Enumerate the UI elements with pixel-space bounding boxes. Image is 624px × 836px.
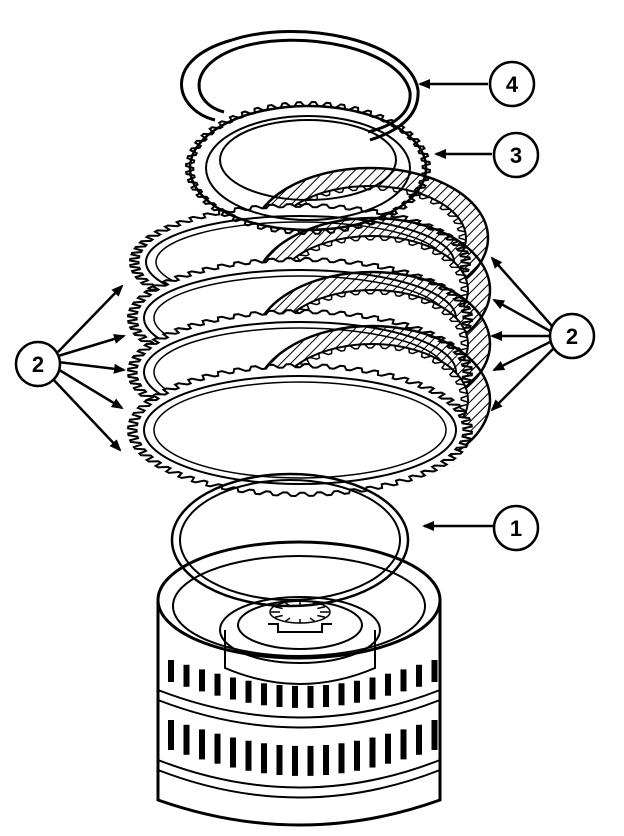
callout-2-right-arrows — [490, 256, 555, 412]
hub-splines — [271, 601, 329, 623]
snap-ring — [180, 30, 420, 142]
wave-ring — [170, 472, 410, 608]
clutch-drum — [156, 540, 442, 827]
steel-plate — [127, 362, 473, 498]
clutch-plate-stack — [127, 166, 492, 498]
callout-4-label: 4 — [506, 72, 519, 97]
callout-2-right-circle — [548, 312, 596, 360]
callouts: 4 3 2 2 1 — [14, 60, 596, 552]
callout-2-right-label: 2 — [566, 324, 578, 349]
callout-3-circle — [492, 131, 540, 179]
pressure-plate-teeth — [185, 100, 431, 236]
drum-spline-slots — [168, 660, 438, 776]
callout-4-circle — [488, 60, 536, 108]
callout-3-label: 3 — [510, 143, 522, 168]
callout-1-label: 1 — [510, 516, 522, 541]
callout-2-left-arrows — [49, 284, 126, 452]
callout-2-left-label: 2 — [32, 352, 44, 377]
pressure-plate — [185, 100, 431, 236]
callout-2-left-circle — [14, 340, 62, 388]
callout-1-circle — [492, 504, 540, 552]
